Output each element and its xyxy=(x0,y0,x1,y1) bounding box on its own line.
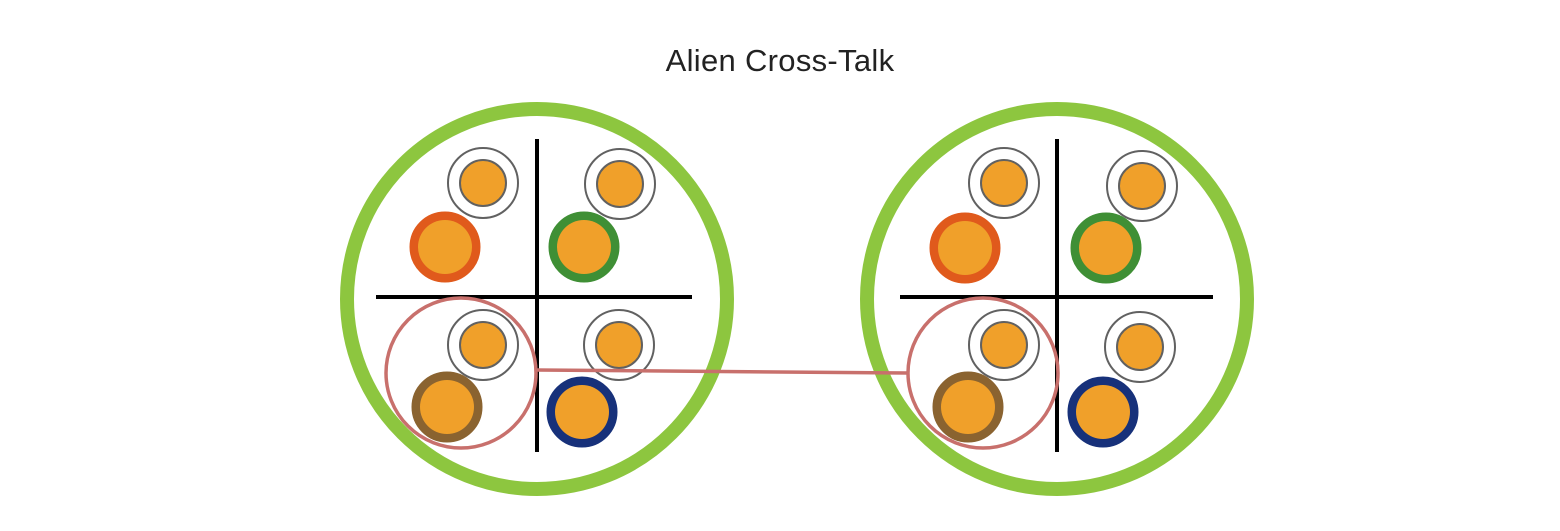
crosstalk-highlight-left xyxy=(384,296,538,450)
orange-wire xyxy=(929,212,1001,284)
blue-wire xyxy=(1067,376,1139,448)
brown-wire xyxy=(411,371,483,443)
white-brown-wire xyxy=(968,309,1040,381)
left-cable-pair-blue xyxy=(546,309,655,448)
left-cable xyxy=(340,102,734,496)
white-orange-wire xyxy=(447,147,519,219)
diagram-title: Alien Cross-Talk xyxy=(665,43,895,78)
right-cable-jacket xyxy=(860,102,1254,496)
left-cable-jacket xyxy=(340,102,734,496)
crosstalk-coupling-line xyxy=(535,368,909,375)
white-brown-wire xyxy=(447,309,519,381)
white-green-wire xyxy=(584,148,656,220)
right-cable-pair-blue xyxy=(1067,311,1176,448)
brown-wire xyxy=(932,371,1004,443)
right-cable xyxy=(860,102,1254,496)
white-green-wire xyxy=(1106,150,1178,222)
white-blue-wire xyxy=(583,309,655,381)
white-blue-wire xyxy=(1104,311,1176,383)
right-cable-pair-orange xyxy=(929,147,1040,284)
green-wire xyxy=(548,211,620,283)
left-cable-pair-orange xyxy=(409,147,519,283)
blue-wire xyxy=(546,376,618,448)
green-wire xyxy=(1070,212,1142,284)
right-cable-pair-green xyxy=(1070,150,1178,284)
orange-wire xyxy=(409,211,481,283)
white-orange-wire xyxy=(968,147,1040,219)
left-cable-pair-green xyxy=(548,148,656,283)
left-cable-pair-brown xyxy=(411,309,519,443)
crosstalk-highlight xyxy=(384,296,1060,450)
right-cable-pair-brown xyxy=(932,309,1040,443)
